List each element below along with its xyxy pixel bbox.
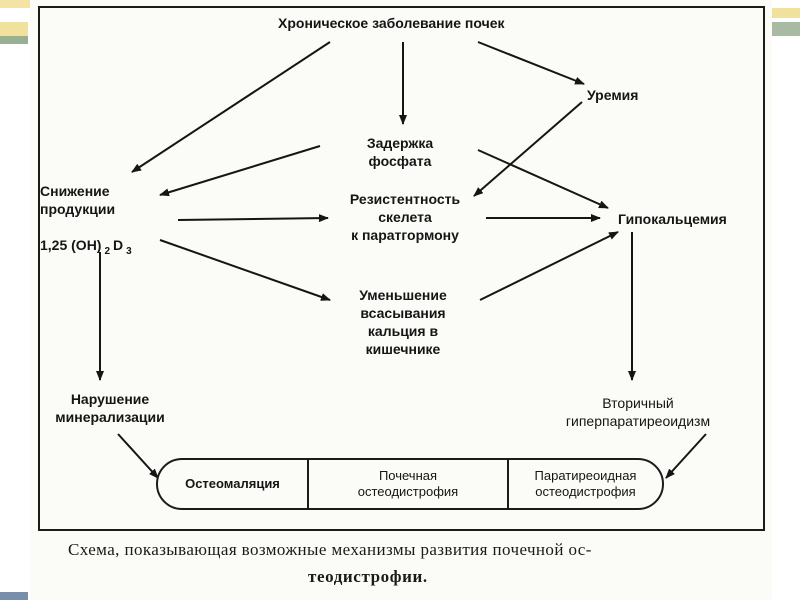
decor-strip [772, 22, 800, 36]
node-reduced-calcitriol-text: Снижение продукции [40, 183, 116, 217]
arrow-calcitriol-to-resistance [177, 214, 329, 223]
decor-strip [0, 0, 30, 8]
decor-strip [772, 8, 800, 18]
arrow-uremia-to-resistance [473, 101, 583, 197]
node-phosphate-retention: Задержка фосфата [366, 135, 434, 169]
arrow-calcitriol-to-absorption [159, 239, 331, 301]
decor-strip [0, 592, 28, 600]
caption-line-1: Схема, показывающая возможные механизмы … [68, 540, 592, 559]
node-skeletal-resistance: Резистентность скелета к паратгормону [349, 191, 461, 243]
caption-line-2: теодистрофии. [308, 567, 428, 586]
outcome-parathyroid-osteodystrophy: Паратиреоидная остеодистрофия [534, 468, 637, 499]
node-ckd: Хроническое заболевание почек [278, 15, 505, 31]
arrow-mineralization-to-osteomalacia [117, 433, 159, 479]
arrow-hyperpara-to-parathyroid [665, 433, 707, 479]
arrow-absorption-to-hypocalcemia [479, 231, 619, 301]
outcome-renal-osteodystrophy: Почечная остеодистрофия [309, 460, 509, 508]
outcome-osteomalacia: Остеомаляция [158, 460, 309, 508]
calcitriol-formula-base: 1,25 (OH) [40, 237, 102, 253]
calcitriol-formula-sub2: 3 [126, 246, 132, 257]
arrow-ckd-to-uremia [477, 41, 585, 85]
calcitriol-formula-sub: 2 [104, 246, 111, 257]
node-hypocalcemia: Гипокальцемия [618, 211, 727, 227]
node-impaired-mineralization: Нарушение минерализации [55, 391, 165, 425]
arrow-ckd-to-calcitriol [131, 41, 331, 173]
node-reduced-absorption: Уменьшение всасывания кальция в кишечник… [359, 287, 447, 357]
node-uremia: Уремия [587, 87, 639, 103]
arrow-phosphate-to-hypocalcemia [477, 149, 609, 209]
calcitriol-formula-d: D [113, 237, 124, 253]
arrow-phosphate-to-calcitriol [159, 145, 321, 197]
node-secondary-hyperparathyroidism: Вторичный гиперпаратиреоидизм [565, 395, 711, 429]
decor-strip [0, 22, 28, 36]
figure-caption: Схема, показывающая возможные механизмы … [68, 536, 768, 590]
outcomes-box: Остеомаляция Почечная остеодистрофия Пар… [156, 458, 664, 510]
decor-strip [0, 36, 28, 44]
diagram-frame [38, 6, 765, 531]
